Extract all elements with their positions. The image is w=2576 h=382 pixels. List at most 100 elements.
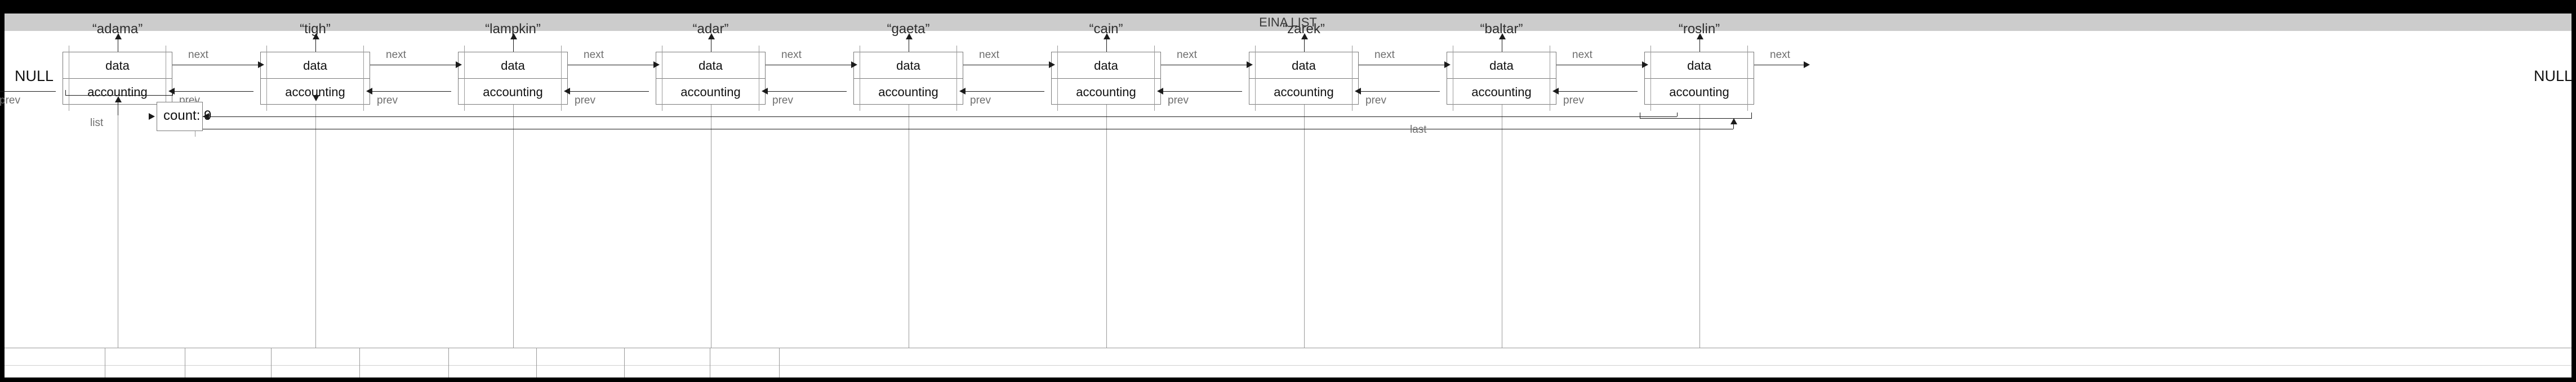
null-left-label: NULL bbox=[15, 68, 54, 84]
next-arrowhead bbox=[1247, 61, 1253, 68]
next-label: next bbox=[1572, 49, 1592, 61]
node-cell-accounting: accounting bbox=[680, 85, 741, 99]
last-out-riser bbox=[1733, 123, 1734, 129]
node-edge-tick-right bbox=[1747, 46, 1748, 111]
slide-tick-7 bbox=[624, 348, 625, 377]
node-edge-tick-left bbox=[1255, 46, 1256, 111]
prev-label: prev bbox=[575, 95, 595, 106]
page-title: EINA LIST bbox=[1259, 15, 1317, 29]
null-right-label: NULL bbox=[2534, 68, 2573, 84]
count-label: count: 9 bbox=[163, 108, 212, 123]
last-bracket-right bbox=[1751, 113, 1752, 119]
node-name-pointer-line bbox=[1303, 38, 1305, 52]
node-edge-tick-right bbox=[363, 46, 364, 111]
prev-label: prev bbox=[970, 95, 991, 106]
last-return-line bbox=[203, 116, 1677, 117]
node-name-arrowhead bbox=[905, 33, 913, 39]
next-arrowhead bbox=[1804, 61, 1810, 68]
node-name-pointer-line bbox=[1699, 38, 1700, 52]
node-cell-data: data bbox=[459, 52, 567, 79]
slide-title-bar: EINA LIST bbox=[5, 14, 2571, 31]
list-bracket-left bbox=[65, 90, 66, 96]
prev-label: prev bbox=[1563, 95, 1584, 106]
list-node: data accounting bbox=[458, 52, 568, 105]
node-cell-accounting: accounting bbox=[483, 85, 543, 99]
slide-tick-4 bbox=[359, 348, 360, 377]
last-return-riser bbox=[1677, 113, 1678, 116]
slide-tick-9 bbox=[779, 348, 780, 377]
node-name-pointer-line bbox=[513, 38, 514, 52]
next-arrowhead bbox=[258, 61, 264, 68]
node-cell-accounting: accounting bbox=[1274, 85, 1334, 99]
slide-divider-lower bbox=[5, 365, 2571, 366]
last-pointer-label: last bbox=[1410, 124, 1427, 136]
prev-arrowhead bbox=[1355, 88, 1361, 95]
prev-arrowhead bbox=[959, 88, 966, 95]
node-name-pointer-line bbox=[1106, 38, 1107, 52]
slide-tick-6 bbox=[536, 348, 537, 377]
prev-arrowhead bbox=[564, 88, 570, 95]
next-label: next bbox=[188, 49, 208, 61]
prev-label: prev bbox=[1168, 95, 1189, 106]
prev-label: prev bbox=[772, 95, 793, 106]
node-name-arrowhead bbox=[708, 33, 715, 39]
list-bracket-right bbox=[172, 90, 173, 96]
last-return-arrowhead bbox=[203, 113, 209, 120]
node-name-arrowhead bbox=[114, 33, 122, 39]
prev-pointer-line bbox=[1559, 91, 1638, 92]
next-label: next bbox=[1177, 49, 1197, 61]
prev-pointer-line bbox=[768, 91, 847, 92]
prev-pointer-line bbox=[1163, 91, 1242, 92]
node-name-arrowhead bbox=[1498, 33, 1506, 39]
next-arrowhead bbox=[456, 61, 462, 68]
node-name-arrowhead bbox=[1301, 33, 1308, 39]
node-name-arrowhead bbox=[510, 33, 517, 39]
prev-pointer-line bbox=[372, 91, 451, 92]
prev-label: prev bbox=[1365, 95, 1386, 106]
node-edge-tick-right bbox=[561, 46, 562, 111]
node-drop-line bbox=[1106, 105, 1107, 348]
node-edge-tick-right bbox=[956, 46, 957, 111]
node-edge-tick-left bbox=[1057, 46, 1058, 111]
prev-pointer-line bbox=[0, 91, 56, 92]
head-to-count-arrowhead bbox=[149, 113, 155, 120]
node-drop-line bbox=[315, 105, 316, 348]
prev-label: prev bbox=[0, 95, 20, 106]
prev-arrowhead bbox=[1552, 88, 1559, 95]
node-edge-tick-left bbox=[1650, 46, 1651, 111]
node-drop-line bbox=[513, 105, 514, 348]
node-cell-data: data bbox=[1447, 52, 1556, 79]
node-drop-line bbox=[1303, 105, 1305, 348]
prev-pointer-line bbox=[570, 91, 649, 92]
node-cell-data: data bbox=[1052, 52, 1160, 79]
node-edge-tick-right bbox=[1154, 46, 1155, 111]
node-cell-data: data bbox=[854, 52, 963, 79]
count-feed-arrowhead bbox=[312, 95, 319, 101]
next-label: next bbox=[386, 49, 406, 61]
node-cell-data: data bbox=[63, 52, 172, 79]
next-arrowhead bbox=[1642, 61, 1648, 68]
list-pointer-label: list bbox=[90, 117, 104, 129]
list-node: data accounting bbox=[853, 52, 963, 105]
next-arrowhead bbox=[1444, 61, 1451, 68]
list-pointer-arrowhead bbox=[114, 96, 122, 102]
next-label: next bbox=[781, 49, 802, 61]
slide-tick-5 bbox=[448, 348, 449, 377]
node-cell-data: data bbox=[1645, 52, 1754, 79]
node-cell-accounting: accounting bbox=[878, 85, 938, 99]
node-drop-line bbox=[1699, 105, 1700, 348]
prev-label: prev bbox=[377, 95, 398, 106]
node-edge-tick-left bbox=[266, 46, 267, 111]
prev-arrowhead bbox=[1157, 88, 1163, 95]
count-box bbox=[157, 102, 203, 131]
next-label: next bbox=[584, 49, 604, 61]
slide-tick-3 bbox=[271, 348, 272, 377]
prev-arrowhead bbox=[366, 88, 372, 95]
